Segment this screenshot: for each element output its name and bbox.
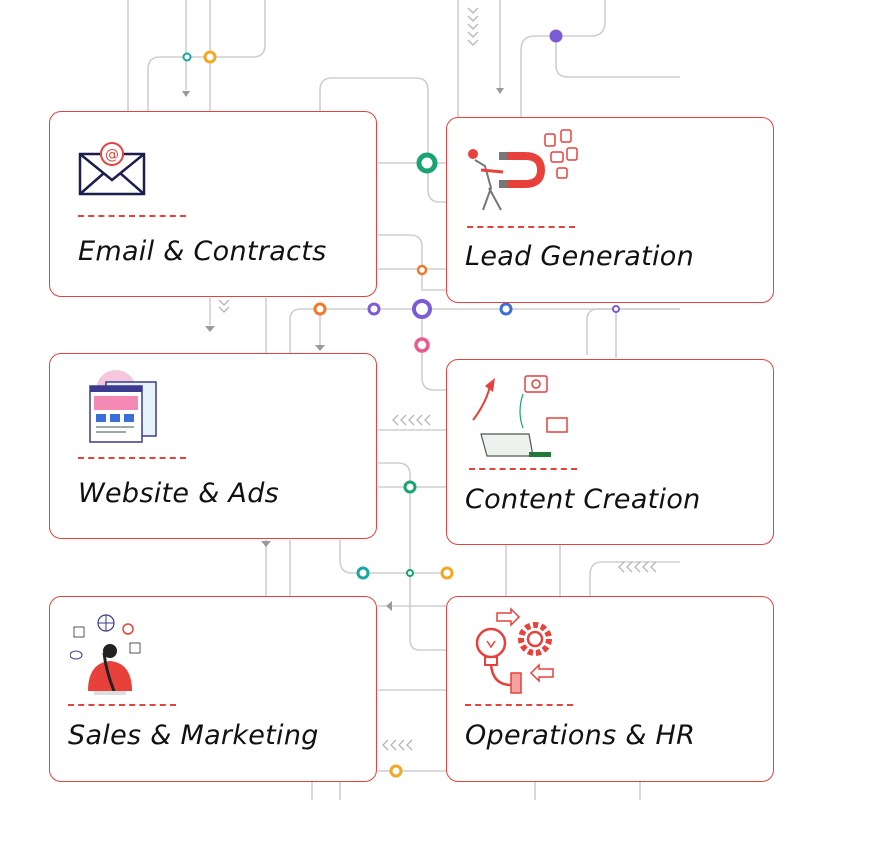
card-lead-generation[interactable]: Lead Generation [446, 117, 774, 303]
card-operations-hr[interactable]: Operations & HR [446, 596, 774, 782]
envelope-icon: @ [78, 140, 146, 202]
dashed-divider [467, 226, 575, 228]
webpage-icon [86, 368, 160, 450]
card-title: Lead Generation [465, 241, 695, 272]
card-sales-marketing[interactable]: Sales & Marketing [49, 596, 377, 782]
card-title: Website & Ads [78, 478, 280, 509]
dashed-divider [78, 457, 186, 459]
gears-icon [471, 607, 563, 701]
dashed-divider [68, 704, 176, 706]
card-website-ads[interactable]: Website & Ads [49, 353, 377, 539]
dashed-divider [78, 215, 186, 217]
marketer-icon [69, 607, 150, 701]
magnet-icon [463, 126, 583, 218]
card-title: Operations & HR [465, 720, 696, 751]
card-content-creation[interactable]: Content Creation [446, 359, 774, 545]
card-title: Sales & Marketing [68, 720, 319, 751]
dashed-divider [465, 704, 573, 706]
svg-text:@: @ [105, 147, 119, 163]
card-title: Content Creation [465, 484, 701, 515]
card-email-contracts[interactable]: @ Email & Contracts [49, 111, 377, 297]
laptop-icon [467, 368, 583, 466]
card-title: Email & Contracts [78, 236, 327, 267]
dashed-divider [469, 468, 577, 470]
